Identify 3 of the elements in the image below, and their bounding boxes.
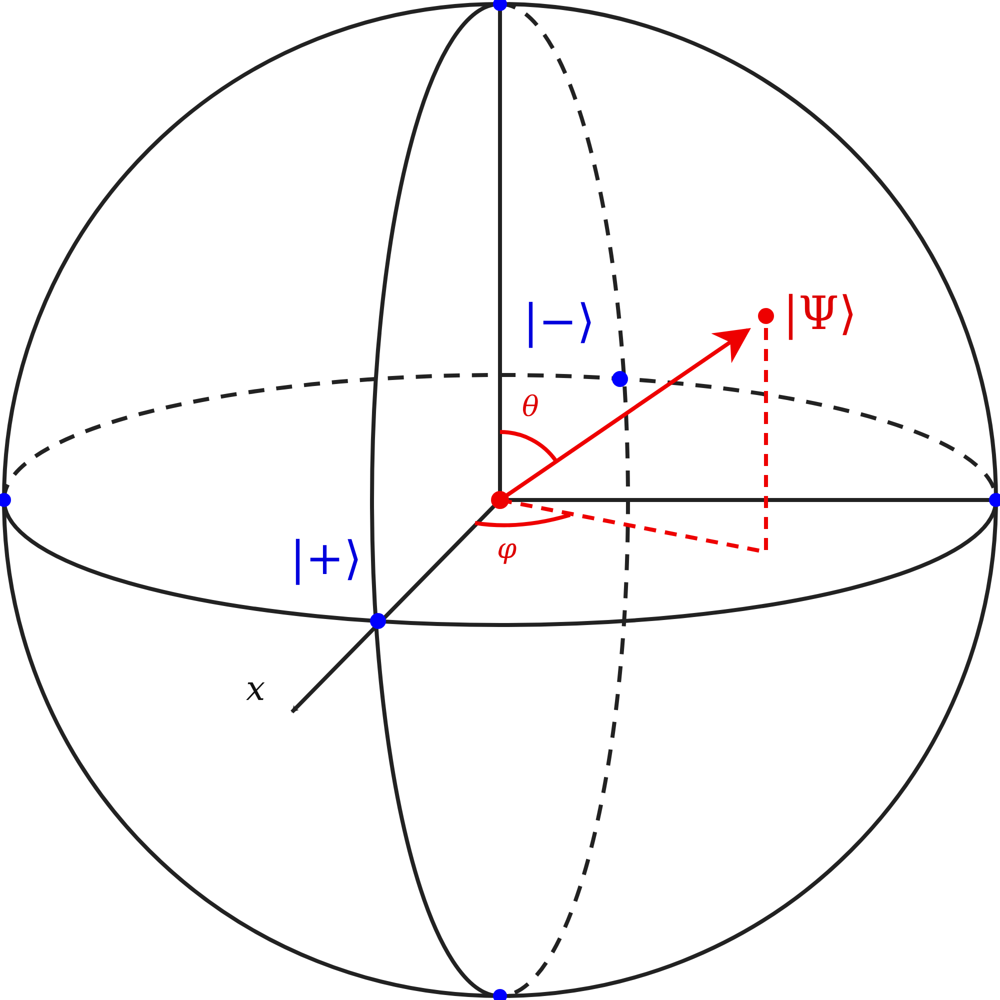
axis-label: x [246, 672, 266, 706]
angle-label: φ [497, 535, 517, 563]
angle-label: θ [522, 393, 539, 421]
